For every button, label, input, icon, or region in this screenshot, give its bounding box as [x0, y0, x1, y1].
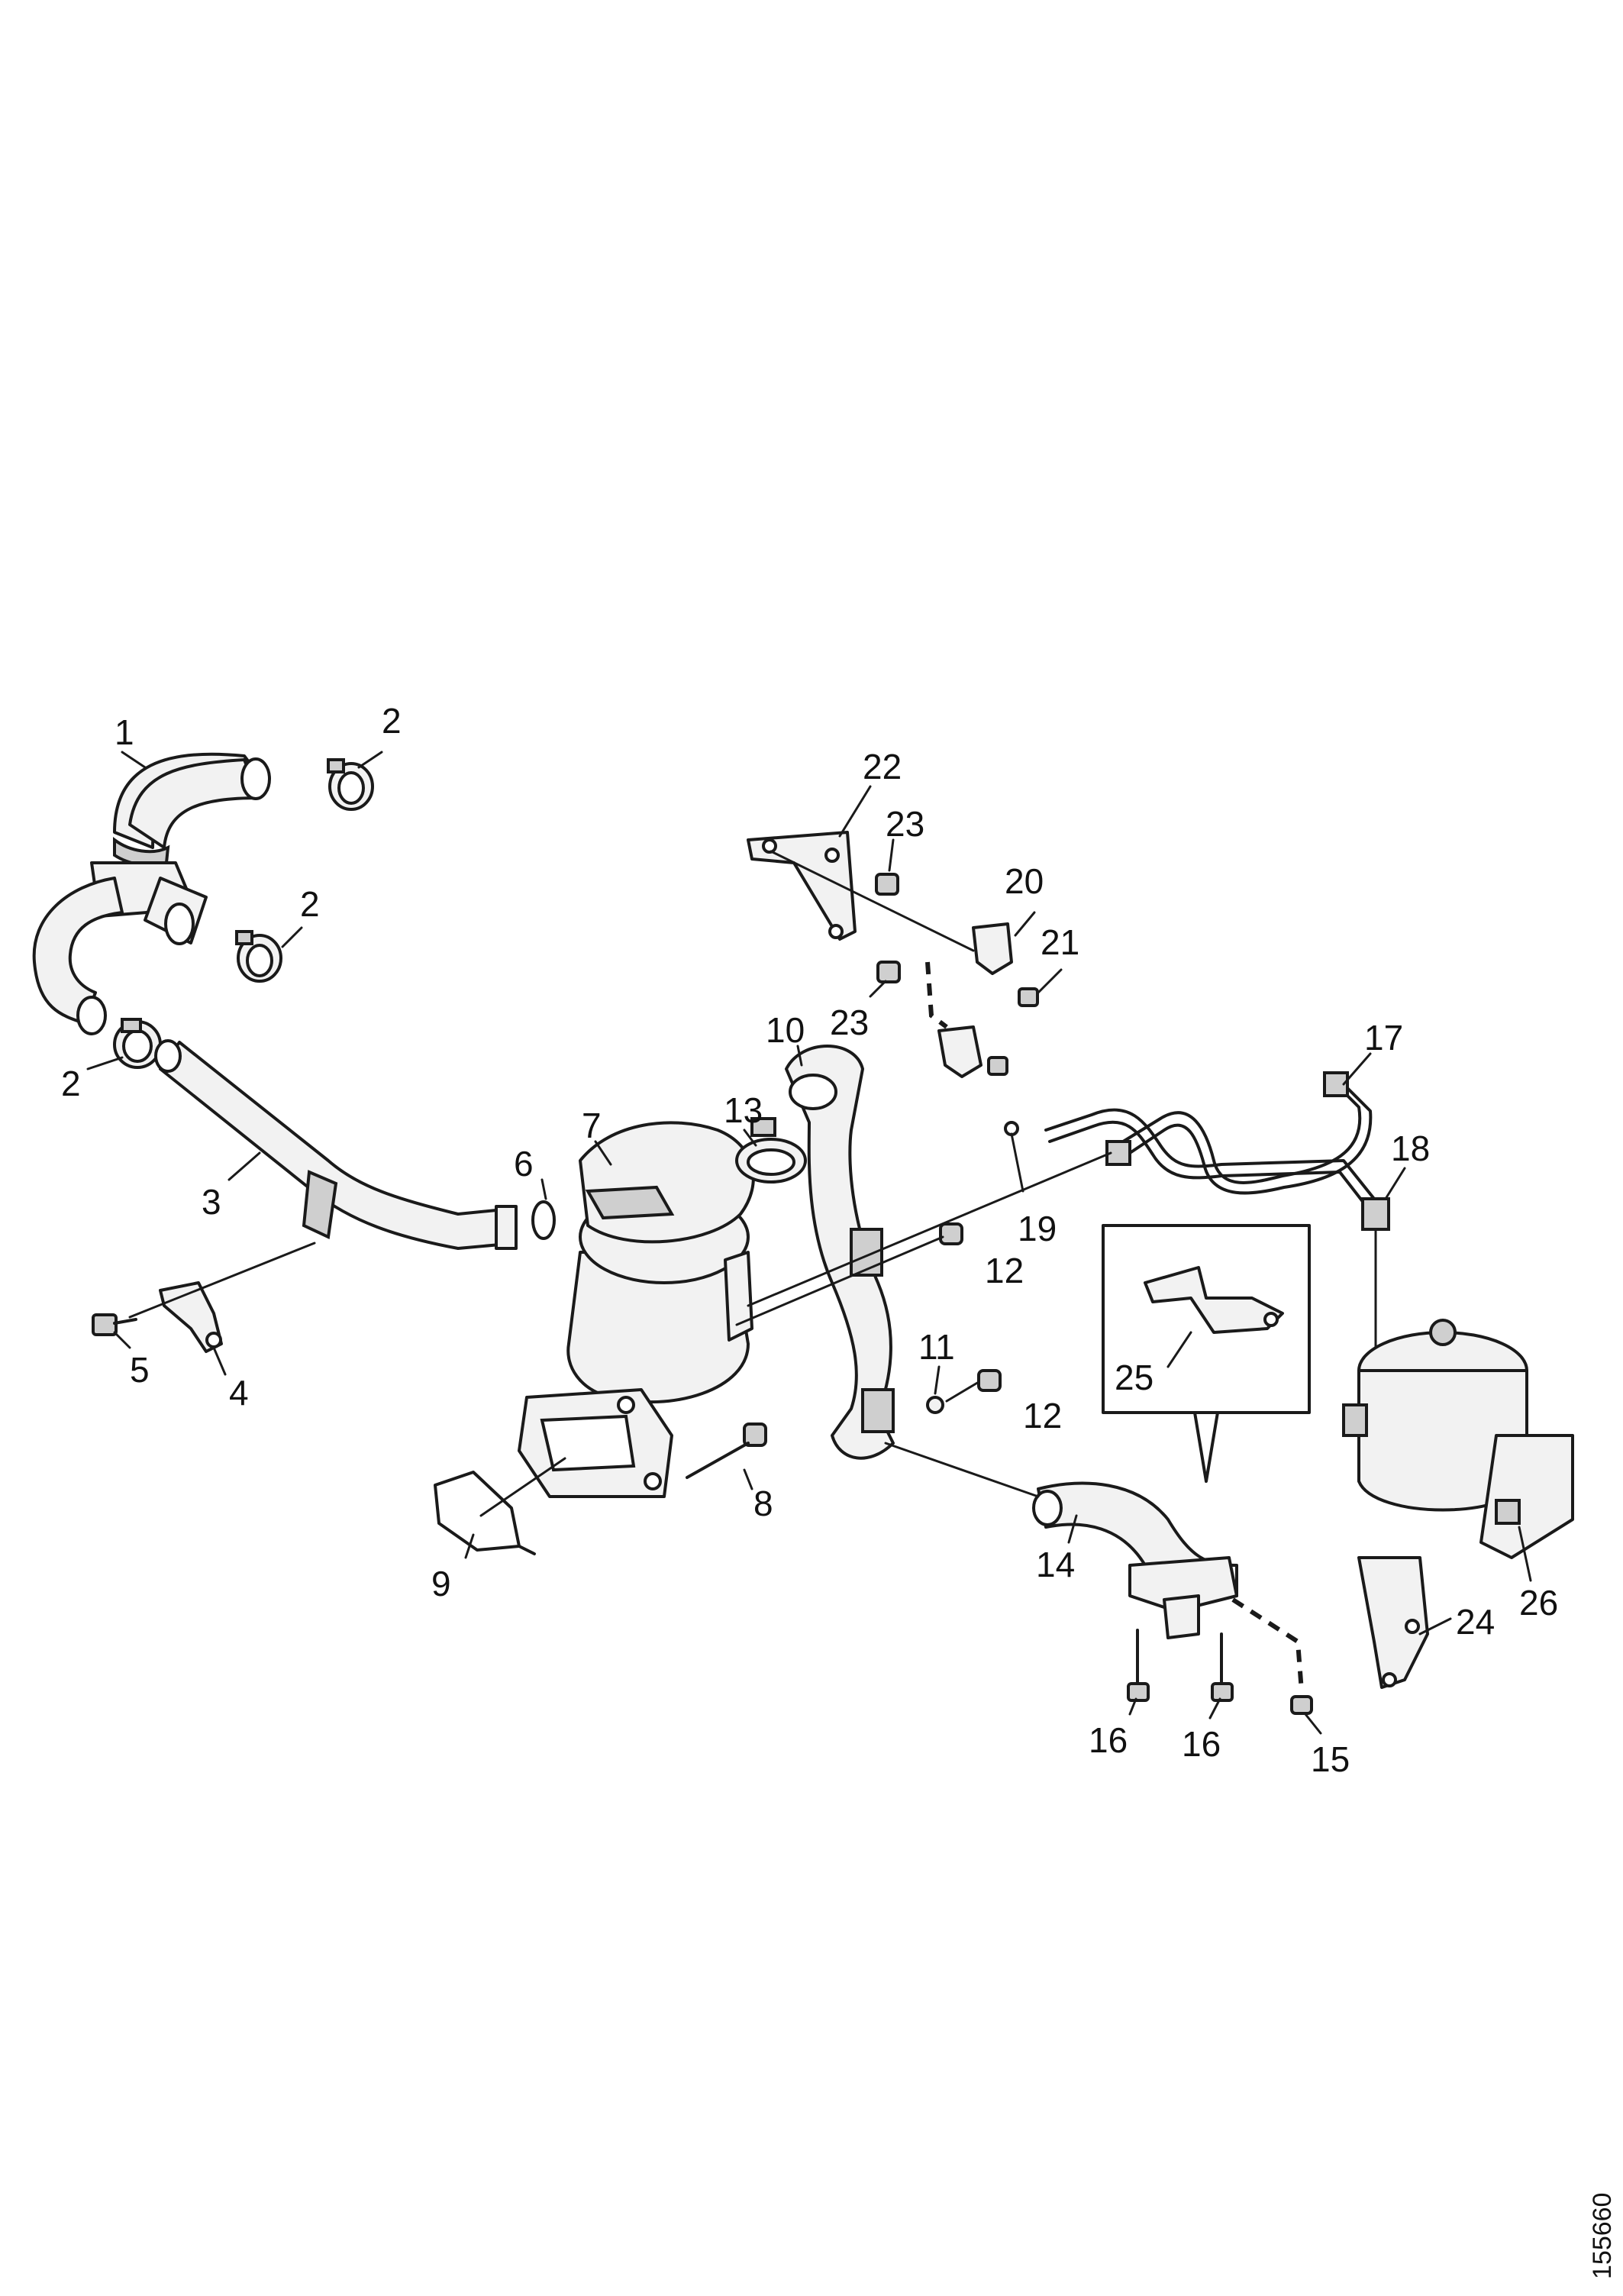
- part-23-bolt-upper: [875, 873, 899, 896]
- part-3-coolant-pipe: [154, 1039, 518, 1250]
- label-part-16-right: 16: [1182, 1724, 1221, 1764]
- part-2-clamp-middle: [235, 930, 282, 983]
- part-17-leader-line: [747, 1151, 1112, 1307]
- label-part-10: 10: [766, 1010, 805, 1050]
- part-20-dashed-path: [925, 961, 948, 1029]
- label-part-2-middle: 2: [300, 884, 320, 924]
- label-part-23-lower: 23: [830, 1003, 869, 1042]
- label-part-1: 1: [115, 712, 134, 752]
- label-part-12-lower: 12: [1023, 1396, 1062, 1435]
- part-9-leader-line: [479, 1457, 566, 1517]
- label-part-16-left: 16: [1089, 1720, 1128, 1760]
- part-2-clamp-left: [113, 1018, 162, 1069]
- part-15-nut: [1290, 1695, 1313, 1715]
- label-part-5: 5: [130, 1350, 150, 1390]
- part-11-clip: [926, 1396, 944, 1414]
- part-14-outlet-pipe: [1032, 1481, 1238, 1639]
- part-22-leader-line: [770, 850, 975, 952]
- label-part-22: 22: [863, 747, 902, 786]
- label-part-9: 9: [431, 1564, 451, 1603]
- part-1-upper-hose: [113, 752, 271, 867]
- reference-number: 155660: [1588, 2193, 1617, 2279]
- part-6-o-ring: [531, 1200, 556, 1240]
- part-19-fuel-line: [1004, 1108, 1376, 1208]
- part-23-bolt-lower: [876, 961, 901, 983]
- part-12-leader-upper: [735, 1235, 944, 1326]
- part-7-housing: [518, 1121, 755, 1498]
- part-8-bolt: [686, 1422, 767, 1479]
- part-2-clamp-top: [327, 758, 374, 811]
- label-part-4: 4: [229, 1373, 249, 1413]
- label-part-25: 25: [1115, 1358, 1154, 1397]
- part-12-leader-lower: [945, 1381, 980, 1403]
- label-part-17: 17: [1364, 1018, 1403, 1058]
- part-12-nut-lower: [977, 1369, 1002, 1392]
- label-part-26: 26: [1519, 1583, 1558, 1623]
- label-part-6: 6: [514, 1144, 534, 1184]
- label-part-11: 11: [918, 1327, 955, 1367]
- part-22-mounting-plate: [747, 831, 857, 941]
- part-5-bolt: [92, 1313, 137, 1336]
- label-part-13: 13: [724, 1090, 763, 1130]
- part-13-hose-clamp: [735, 1117, 807, 1184]
- label-part-2-top: 2: [382, 701, 402, 741]
- part-16-bolt-left: [1127, 1629, 1150, 1702]
- label-part-2-left: 2: [61, 1064, 81, 1103]
- part-14-leader-line: [884, 1442, 1040, 1498]
- label-part-23-upper: 23: [886, 804, 924, 844]
- label-part-7: 7: [582, 1106, 602, 1145]
- part-26-separator: [1342, 1319, 1574, 1559]
- part-15-dashed-path: [1231, 1597, 1304, 1692]
- label-part-24: 24: [1456, 1602, 1495, 1642]
- part-20-clip-lower: [937, 1025, 1008, 1078]
- label-part-12-upper: 12: [985, 1251, 1024, 1290]
- label-part-15: 15: [1311, 1739, 1350, 1779]
- part-12-nut-upper: [939, 1222, 963, 1245]
- part-18-fitting: [1361, 1197, 1390, 1361]
- part-21-screw: [1018, 987, 1039, 1007]
- label-part-19: 19: [1018, 1209, 1057, 1248]
- label-part-14: 14: [1036, 1545, 1075, 1584]
- part-24-bracket: [1357, 1556, 1429, 1689]
- leader-lines: [86, 751, 1532, 1735]
- part-10-curved-hose: [785, 1045, 895, 1460]
- label-part-21: 21: [1041, 922, 1079, 962]
- label-part-3: 3: [202, 1182, 221, 1222]
- label-part-18: 18: [1391, 1129, 1430, 1168]
- part-25-inset-box: [1102, 1224, 1311, 1483]
- part-1-lower-hose: [32, 877, 124, 1035]
- label-part-20: 20: [1005, 861, 1044, 901]
- part-16-bolt-right: [1211, 1632, 1234, 1702]
- part-9-gasket: [434, 1471, 536, 1555]
- label-part-8: 8: [753, 1484, 773, 1523]
- part-4-fastener-line: [128, 1242, 316, 1319]
- part-20-clip: [972, 922, 1013, 975]
